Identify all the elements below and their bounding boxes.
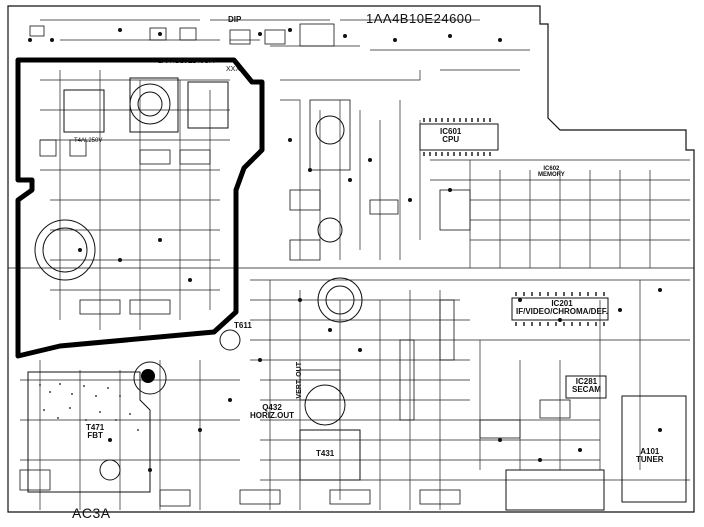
ic602-ref: IC602 [543, 166, 560, 172]
hv-capacitor [141, 369, 155, 383]
primary-side-boundary [15, 57, 265, 359]
ic601-label: IC601 CPU [440, 127, 462, 145]
t431-label: T431 [316, 449, 335, 458]
ic602-name: MEMORY [538, 172, 565, 179]
board-outline [7, 5, 695, 513]
ic281-name: SECAM [572, 385, 601, 395]
model-code: AC3A [72, 505, 111, 521]
dip-label: DIP [228, 15, 242, 24]
q432-name: HORIZ.OUT [250, 411, 294, 421]
q432-ref: Q432 [262, 403, 282, 412]
part-number-inner: 1AA4B10E245GA [158, 58, 215, 65]
a101-name: TUNER [636, 455, 664, 465]
ic201-name: IF/VIDEO/CHROMA/DEF. [516, 307, 609, 317]
q432-label: Q432 HORIZ.OUT [250, 403, 294, 421]
ic601-ref: IC601 [440, 127, 462, 136]
marker-xxx: XXX [226, 66, 241, 73]
t471-label: T471 FBT [86, 423, 105, 441]
ic-pin-rows [423, 118, 605, 326]
a101-ref: A101 [640, 447, 660, 456]
ic601-name: CPU [442, 135, 460, 145]
ic201-ref: IC201 [551, 299, 573, 308]
fuse-label: T4AL250V [74, 138, 103, 144]
copper-traces [20, 19, 690, 510]
ic281-label: IC281 SECAM [572, 377, 601, 395]
fbt-shading [39, 383, 139, 431]
vert-out-label: VERT. OUT [296, 362, 303, 399]
small-components [19, 23, 571, 507]
ic281-ref: IC281 [575, 377, 598, 386]
part-number-top: 1AA4B10E24600 [366, 11, 473, 26]
ic201-label: IC201 IF/VIDEO/CHROMA/DEF. [516, 299, 609, 317]
t471-name: FBT [87, 431, 103, 441]
t471-ref: T471 [86, 423, 105, 432]
a101-label: A101 TUNER [636, 447, 664, 465]
ic602-label: IC602 MEMORY [538, 166, 565, 179]
t611-label: T611 [234, 321, 252, 330]
large-components [27, 77, 687, 511]
